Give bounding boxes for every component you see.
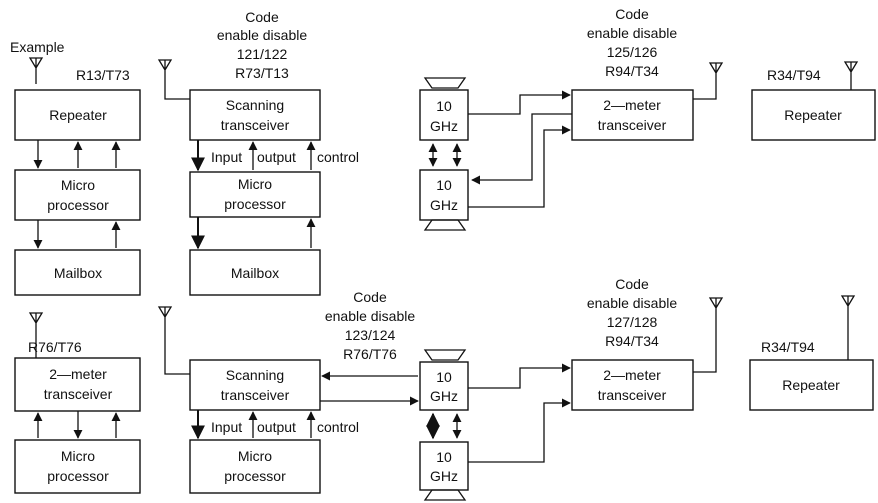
control-label-bottom: control	[317, 419, 359, 435]
output-label-top: output	[257, 149, 296, 165]
code4-title: Code	[615, 276, 649, 292]
code1-sub: enable disable	[217, 27, 308, 43]
microprocessor-bl-line1: Micro	[61, 448, 95, 464]
mailbox-box-top	[189, 249, 321, 296]
code4-sub: enable disable	[587, 295, 678, 311]
two-meter-top-line2: transceiver	[598, 117, 667, 133]
code3-title: Code	[353, 289, 387, 305]
input-label-bottom: Input	[211, 419, 242, 435]
microprocessor-box-tl-line2: processor	[47, 197, 109, 213]
scanning-transceiver-bottom-line1: Scanning	[226, 367, 284, 383]
scanning-transceiver-top-line2: transceiver	[221, 117, 290, 133]
antenna-icon	[840, 295, 856, 360]
code1-title: Code	[245, 9, 279, 25]
repeater-br-label: Repeater	[782, 377, 840, 393]
mailbox-box-tl-label: Mailbox	[54, 265, 102, 281]
microprocessor-bottom-line1: Micro	[238, 448, 272, 464]
repeater-box-br	[749, 359, 874, 411]
output-label-bottom: output	[257, 419, 296, 435]
code2-codes: 125/126	[607, 44, 658, 60]
microprocessor-box-bl	[14, 439, 141, 494]
control-label-top: control	[317, 149, 359, 165]
two-meter-top-line1: 2—meter	[603, 97, 661, 113]
freq-label-bl: R76/T76	[28, 339, 82, 355]
connector-arrows-top	[191, 140, 316, 250]
two-meter-transceiver-box-bl	[14, 357, 141, 412]
microprocessor-box-tl	[14, 169, 141, 221]
microprocessor-box-top	[189, 171, 321, 218]
scanning-transceiver-box-bottom	[189, 359, 321, 411]
code1-codes: 121/122	[237, 46, 288, 62]
antenna-icon	[157, 306, 190, 375]
antenna-icon	[28, 312, 44, 358]
code4-freq: R94/T34	[605, 333, 659, 349]
freq-label-br: R34/T94	[761, 339, 815, 355]
mailbox-box-tl	[14, 249, 141, 296]
code3-codes: 123/124	[345, 327, 396, 343]
repeater-box-tr	[751, 89, 876, 141]
code1-freq: R73/T13	[235, 65, 289, 81]
ghz-box-d-line2: GHz	[430, 468, 458, 484]
connector-arrows-bottom	[191, 410, 316, 440]
code2-title: Code	[615, 6, 649, 22]
two-meter-bl-line1: 2—meter	[49, 366, 107, 382]
two-meter-bl-line2: transceiver	[44, 386, 113, 402]
code3-sub: enable disable	[325, 308, 416, 324]
microprocessor-box-bottom	[189, 439, 321, 494]
microprocessor-top-line2: processor	[224, 196, 286, 212]
connector-arrows-ghz-top	[428, 90, 572, 208]
ghz-box-b-line1: 10	[436, 177, 452, 193]
microprocessor-bl-line2: processor	[47, 468, 109, 484]
freq-label-tr: R34/T94	[767, 67, 821, 83]
two-meter-transceiver-box-bottom	[571, 359, 694, 411]
code2-freq: R94/T34	[605, 63, 659, 79]
ghz-box-c-line1: 10	[436, 369, 452, 385]
repeater-tr-label: Repeater	[784, 107, 842, 123]
dish-antenna-icon	[423, 219, 467, 231]
antenna-icon	[693, 62, 724, 100]
ghz-box-c-line2: GHz	[430, 388, 458, 404]
connector-arrows-tl	[33, 140, 121, 249]
ghz-box-b-line2: GHz	[430, 197, 458, 213]
microprocessor-bottom-line2: processor	[224, 468, 286, 484]
repeater-box-tl-label: Repeater	[49, 107, 107, 123]
code2-sub: enable disable	[587, 25, 678, 41]
ghz-box-c	[419, 361, 469, 411]
two-meter-transceiver-box-top	[571, 89, 694, 141]
ghz-box-a-line1: 10	[436, 98, 452, 114]
antenna-icon	[157, 59, 190, 100]
ghz-box-d-line1: 10	[436, 449, 452, 465]
dish-antenna-icon	[423, 349, 467, 361]
repeater-box-tl	[14, 89, 141, 141]
two-meter-bottom-line2: transceiver	[598, 387, 667, 403]
ghz-box-a-line2: GHz	[430, 118, 458, 134]
code3-freq: R76/T76	[343, 346, 397, 362]
antenna-icon	[693, 297, 724, 373]
dish-antenna-icon	[423, 77, 467, 89]
freq-label-tl: R13/T73	[76, 67, 130, 83]
mailbox-top-label: Mailbox	[231, 265, 279, 281]
connector-arrows-bl	[33, 411, 121, 439]
scanning-transceiver-top-line1: Scanning	[226, 97, 284, 113]
connector-arrows-ghz-bottom	[320, 363, 571, 463]
ghz-box-a	[419, 89, 469, 141]
microprocessor-top-line1: Micro	[238, 176, 272, 192]
example-label: Example	[10, 39, 65, 55]
two-meter-bottom-line1: 2—meter	[603, 367, 661, 383]
dish-antenna-icon	[423, 489, 467, 501]
antenna-icon	[843, 61, 859, 90]
scanning-transceiver-box-top	[189, 89, 321, 141]
microprocessor-box-tl-line1: Micro	[61, 177, 95, 193]
scanning-transceiver-bottom-line2: transceiver	[221, 387, 290, 403]
code4-codes: 127/128	[607, 314, 658, 330]
input-label-top: Input	[211, 149, 242, 165]
antenna-icon	[28, 57, 44, 84]
